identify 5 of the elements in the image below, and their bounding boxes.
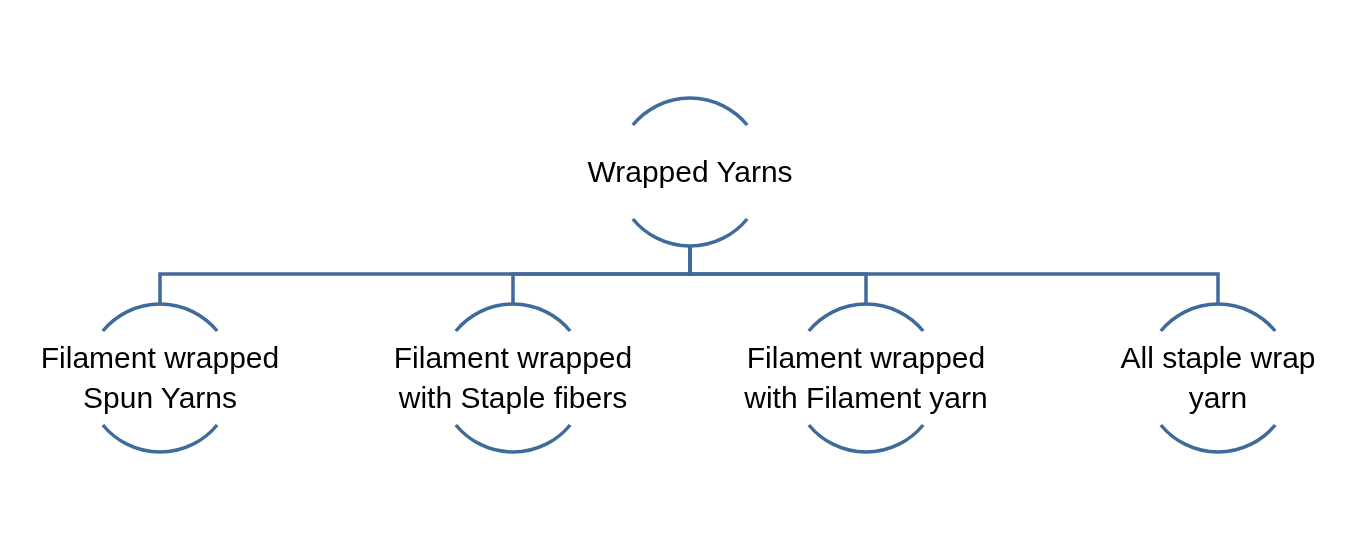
node-label: Filament wrapped with Filament yarn <box>743 340 989 416</box>
node-label: Wrapped Yarns <box>587 154 793 190</box>
node-label: All staple wrap yarn <box>1119 340 1317 416</box>
node-label: Filament wrapped Spun Yarns <box>39 340 281 416</box>
node-label: Filament wrapped with Staple fibers <box>392 340 634 416</box>
